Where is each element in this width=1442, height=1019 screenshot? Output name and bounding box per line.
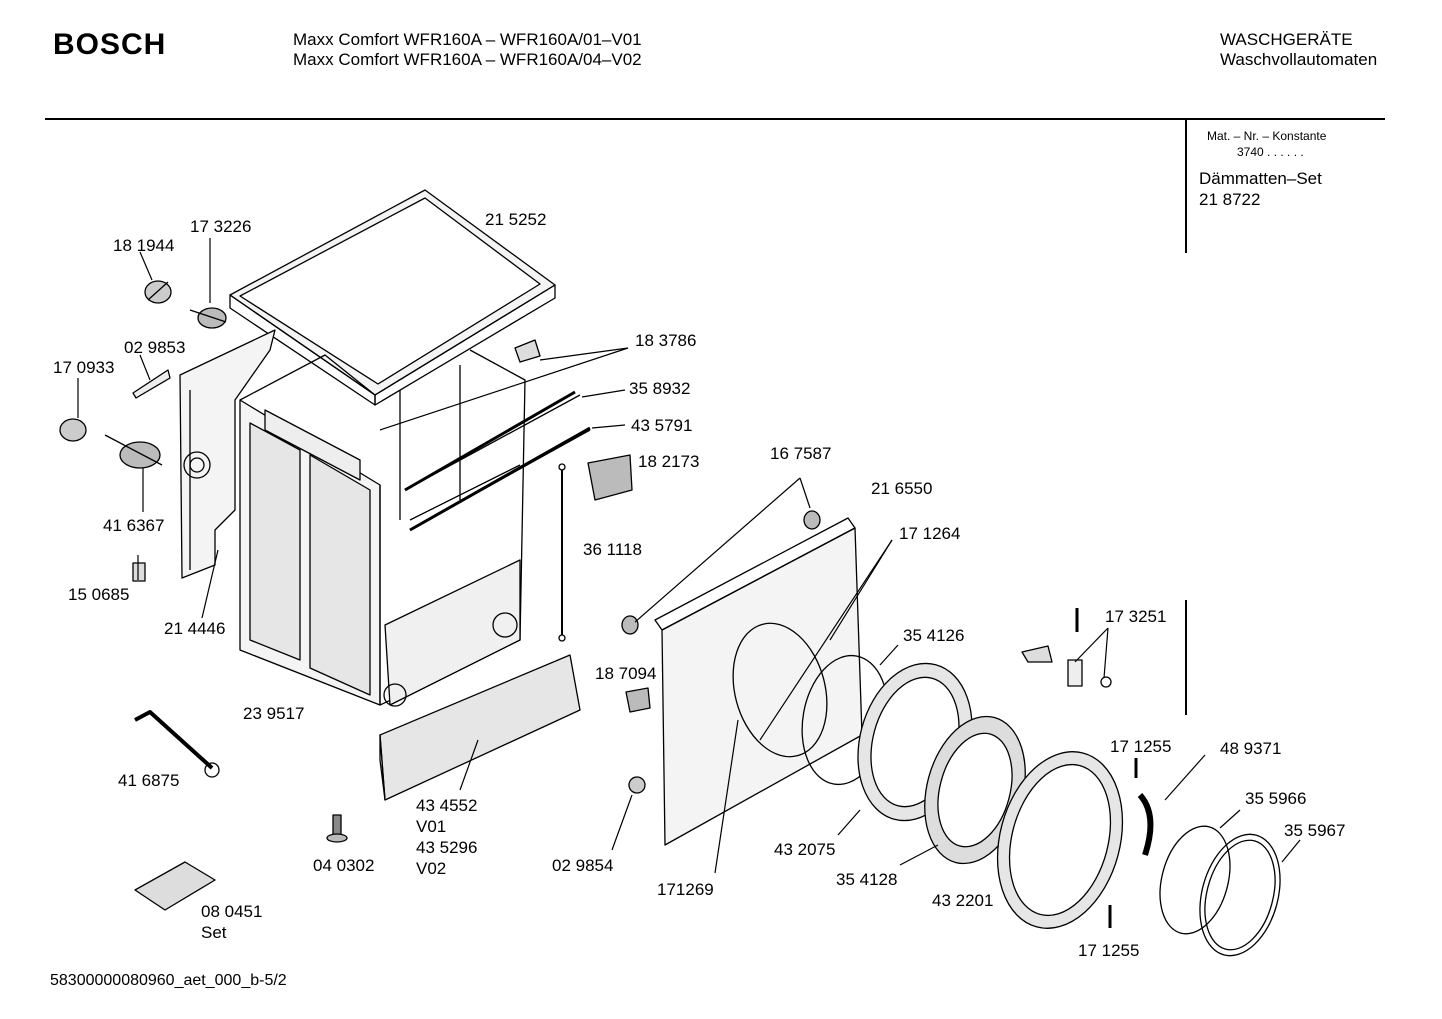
outer-ring-part-432201 [996, 751, 1124, 929]
part-label: 35 4128 [836, 870, 898, 889]
latch-part-173251 [1021, 608, 1112, 688]
wrench-part-416875 [134, 710, 220, 778]
part-label: 43 2201 [932, 891, 994, 910]
hose-part-361118 [558, 463, 566, 642]
part-label: 41 6367 [103, 516, 165, 535]
hinge-part-167587 [621, 510, 821, 635]
glass-part-354128 [924, 715, 1026, 865]
hinge-part-181944 [144, 280, 172, 304]
hinge-part-170933 [59, 418, 87, 442]
part-label: 43 5791 [631, 416, 693, 435]
header-divider [45, 118, 1385, 120]
lock-part-182173 [587, 454, 633, 501]
part-label: 04 0302 [313, 856, 375, 875]
hinge-part-173226 [189, 307, 227, 329]
front-panel-part-216550 [654, 517, 863, 846]
part-label: 08 0451 [201, 902, 263, 921]
insulation-set-number: 21 8722 [1199, 190, 1261, 209]
foot-part-040302 [326, 814, 348, 843]
part-label: 18 2173 [638, 452, 700, 471]
part-label: 23 9517 [243, 704, 305, 723]
rail-part-435791 [409, 426, 591, 532]
part-label: V02 [416, 859, 447, 878]
part-label: 18 1944 [113, 236, 175, 255]
part-label: 171269 [657, 880, 714, 899]
rail-part-358932 [404, 390, 576, 492]
part-label: 17 3251 [1105, 607, 1167, 626]
part-label: V01 [416, 817, 447, 836]
part-label: 17 1264 [899, 524, 961, 543]
part-label: 02 9854 [552, 856, 614, 875]
part-label: 17 1255 [1110, 737, 1172, 756]
ring-part-355966 [1159, 825, 1231, 935]
part-label: 36 1118 [583, 540, 642, 559]
leader-lines [77, 238, 1301, 874]
part-label: 16 7587 [770, 444, 832, 463]
part-label: 21 4446 [164, 619, 226, 638]
model-title-v01: Maxx Comfort WFR160A – WFR160A/01–V01 [293, 30, 642, 49]
hinge-part-416367 [104, 434, 163, 469]
insulation-set-name: Dämmatten–Set [1199, 169, 1322, 188]
model-title-v02: Maxx Comfort WFR160A – WFR160A/04–V02 [293, 50, 642, 69]
bracket-part-183786 [514, 339, 541, 363]
part-label: Set [201, 923, 227, 942]
side-panel-divider [1185, 118, 1187, 253]
subcategory-title: Waschvollautomaten [1220, 50, 1378, 69]
top-cover-part [229, 189, 556, 406]
guide-part-187094 [625, 687, 651, 713]
part-label: 35 8932 [629, 379, 691, 398]
part-label: 02 9853 [124, 338, 186, 357]
side-panel-divider-lower [1185, 600, 1187, 715]
part-label: 35 4126 [903, 626, 965, 645]
part-label: 48 9371 [1220, 739, 1282, 758]
part-label: 43 5296 [416, 838, 478, 857]
cabinet-housing-part [239, 349, 591, 707]
pins-part-171255 [1108, 758, 1138, 928]
material-number-label: Mat. – Nr. – Konstante [1207, 129, 1327, 143]
side-panel-part [179, 329, 276, 579]
material-number-value: 3740 . . . . . . [1237, 145, 1304, 159]
part-label: 18 7094 [595, 664, 657, 683]
category-title: WASCHGERÄTE [1220, 30, 1353, 49]
part-label: 35 5966 [1245, 789, 1307, 808]
part-label: 17 1255 [1078, 941, 1140, 960]
part-label: 15 0685 [68, 585, 130, 604]
bracket-part-029853 [132, 369, 171, 399]
ring-part-355967 [1199, 833, 1281, 957]
plinth-part-434552 [379, 654, 581, 801]
brand-logo: BOSCH [53, 28, 167, 61]
part-label: 43 4552 [416, 796, 478, 815]
part-label: 17 3226 [190, 217, 252, 236]
part-label: 35 5967 [1284, 821, 1346, 840]
part-label: 21 6550 [871, 479, 933, 498]
part-label: 17 0933 [53, 358, 115, 377]
transport-plate-part-080451 [134, 861, 216, 911]
part-label: 41 6875 [118, 771, 180, 790]
part-label: 18 3786 [635, 331, 697, 350]
part-label: 21 5252 [485, 210, 547, 229]
clip-part-150685 [132, 562, 146, 582]
document-id: 58300000080960_aet_000_b-5/2 [50, 972, 287, 989]
part-label: 43 2075 [774, 840, 836, 859]
handle-part-489371 [1137, 792, 1154, 856]
knob-part-029854 [628, 776, 646, 794]
